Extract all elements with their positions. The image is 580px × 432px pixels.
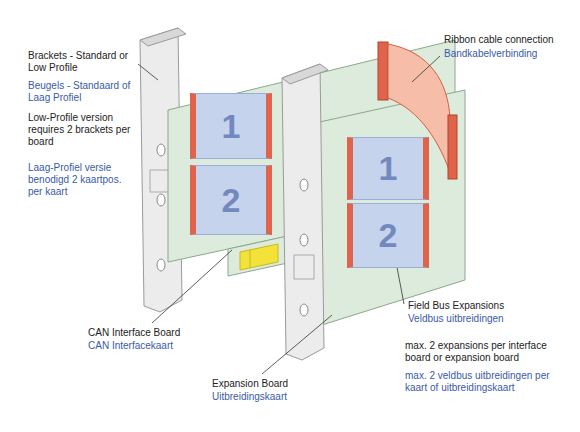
part-label: CAN Interfacekaart (88, 340, 218, 352)
field-bus-expansion: 1 (190, 93, 272, 159)
part-label: Uitbreidingskaart (212, 391, 342, 403)
leader-line (152, 250, 232, 323)
ribbon-connector (448, 115, 457, 179)
bracket (282, 64, 324, 360)
note: max. 2 veldbus uitbreidingen per kaart o… (405, 370, 573, 394)
bracket-hole (157, 259, 165, 271)
leader-line (412, 56, 440, 82)
field-bus-expansion: 2 (190, 165, 272, 235)
module-number: 2 (379, 216, 398, 255)
part-label: Veldbus uitbreidingen (408, 313, 568, 325)
part-label: Ribbon cable connection (444, 34, 574, 46)
part-label: Expansion Board (212, 378, 342, 390)
bracket-tab (282, 64, 328, 84)
bracket-tab (140, 28, 186, 46)
field-bus-expansion: 1 (347, 137, 429, 200)
note: max. 2 expansions per interface board or… (405, 340, 573, 364)
bracket-port (294, 255, 314, 279)
ribbon-connector (378, 42, 388, 100)
bracket-hole (300, 179, 308, 191)
bracket-hole (157, 194, 165, 206)
bracket-hole (300, 234, 308, 246)
edge-connector (240, 244, 278, 270)
bracket-port (150, 170, 170, 192)
leader-line (138, 64, 158, 80)
module-number: 2 (222, 181, 241, 220)
bracket-hole (157, 144, 165, 156)
note: Low-Profile version requires 2 brackets … (28, 112, 134, 148)
module-number: 1 (379, 149, 398, 188)
module-number: 1 (222, 107, 241, 146)
part-label: Bandkabelverbinding (444, 48, 574, 60)
leader-line (262, 315, 332, 374)
field-bus-expansion: 2 (347, 203, 429, 268)
part-label: Brackets - Standard or Low Profile (28, 50, 136, 74)
part-label: CAN Interface Board (88, 327, 218, 339)
bracket-hole (300, 304, 308, 316)
part-label: Beugels - Standaard of Laag Profiel (28, 80, 136, 104)
note: Laag-Profiel versie benodigd 2 kaartpos.… (28, 162, 134, 198)
card-edge-tab (228, 235, 292, 276)
edge-notch (250, 250, 251, 268)
part-label: Field Bus Expansions (408, 300, 568, 312)
leader-line (396, 262, 404, 304)
